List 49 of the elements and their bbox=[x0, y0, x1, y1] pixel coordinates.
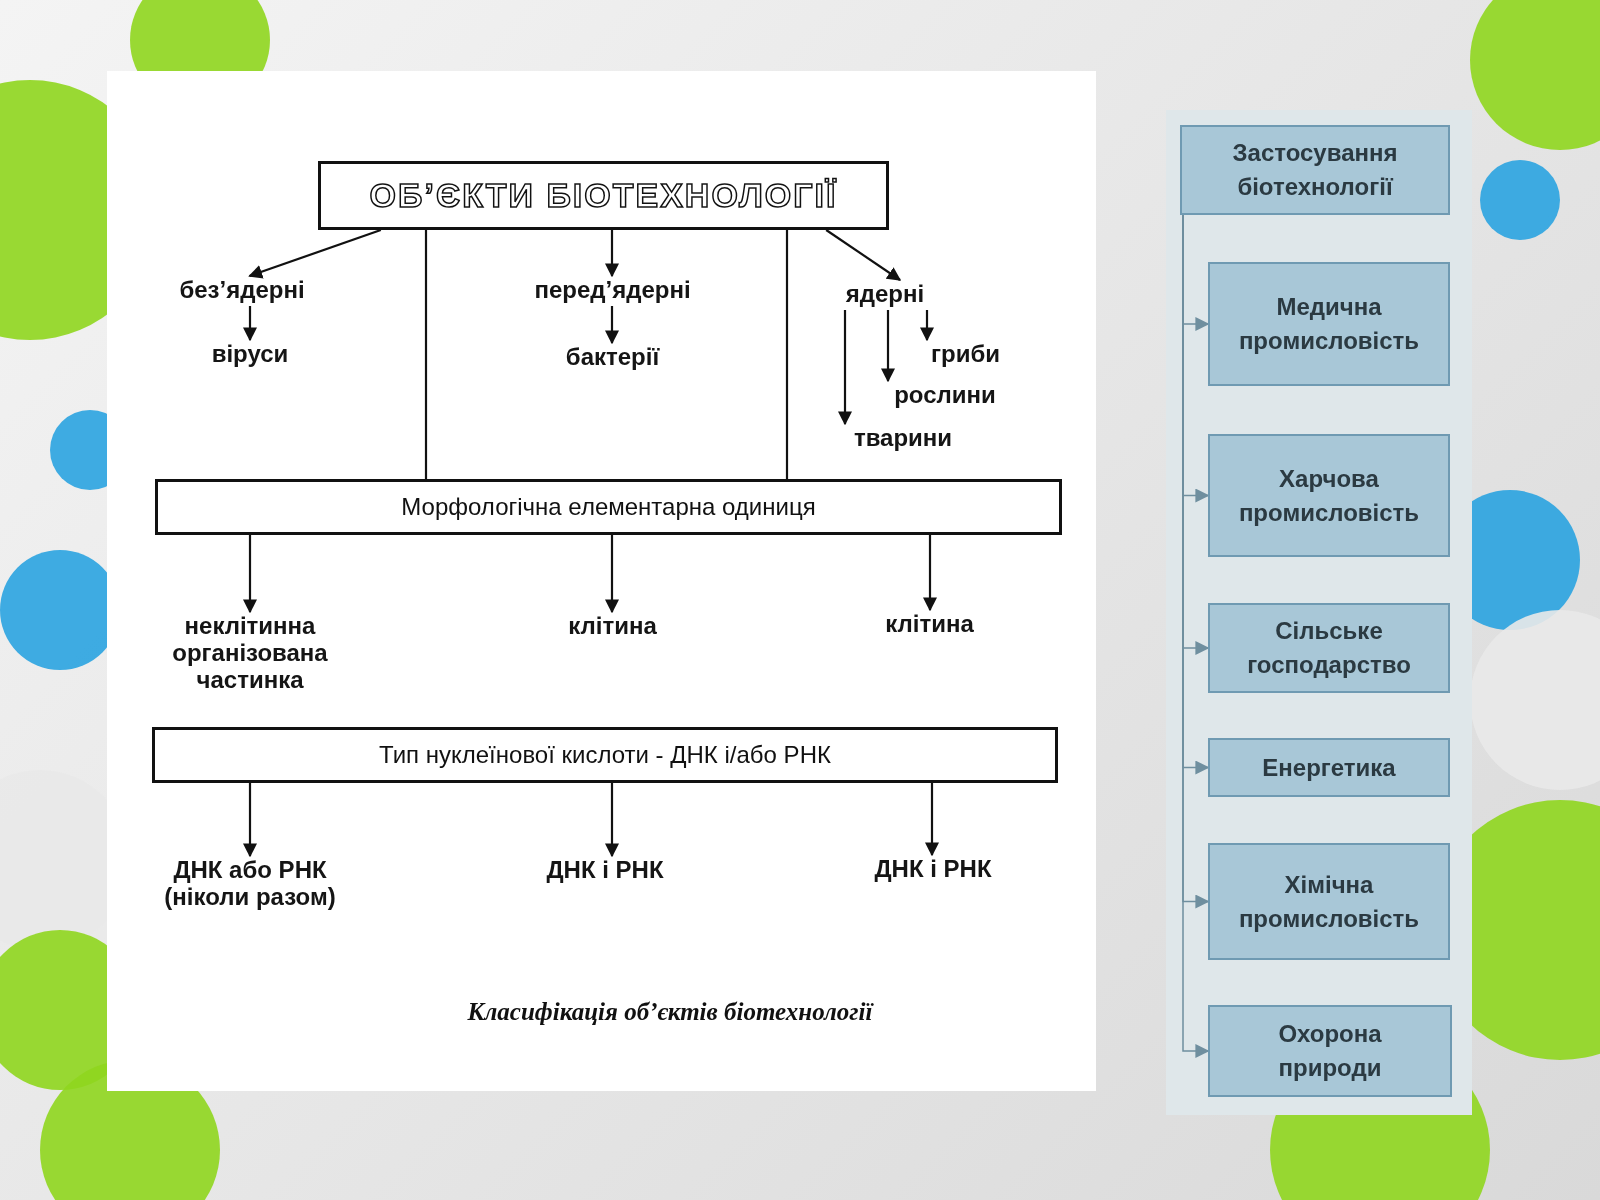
process-box bbox=[152, 727, 1058, 783]
label-text: ДНК або РНК (ніколи разом) bbox=[135, 856, 365, 912]
label-text: гриби bbox=[918, 340, 1013, 370]
arrow bbox=[923, 535, 937, 612]
box-label: ОБ’ЄКТИ БІОТЕХНОЛОГІЇ bbox=[369, 176, 838, 215]
caption: Класифікація об’єктів біотехнології bbox=[466, 998, 875, 1026]
arrow bbox=[825, 229, 902, 281]
label-text: бактерії bbox=[545, 343, 680, 373]
label-text: ДНК і РНК bbox=[848, 855, 1018, 885]
label-text: тварини bbox=[838, 424, 968, 454]
box-label: Тип нуклеїнової кислоти - ДНК і/або РНК bbox=[379, 741, 831, 769]
label-text: рослини bbox=[880, 381, 1010, 411]
title-box bbox=[318, 161, 889, 230]
label-text: неклітинна організована частинка bbox=[145, 612, 355, 696]
arrow bbox=[243, 535, 257, 614]
application-box bbox=[1208, 262, 1450, 386]
application-box bbox=[1208, 603, 1450, 693]
box-label: Харчова промисловість bbox=[1237, 463, 1421, 528]
arrow bbox=[920, 310, 934, 342]
arrow bbox=[605, 535, 619, 614]
box-label: Морфологічна елементарна одиниця bbox=[401, 493, 816, 521]
arrow bbox=[243, 306, 257, 342]
arrow bbox=[925, 783, 939, 857]
label-text: без’ядерні bbox=[167, 276, 317, 306]
box-label: Енергетика bbox=[1262, 752, 1396, 783]
label-text: віруси bbox=[195, 340, 305, 370]
box-label: Хімічна промисловість bbox=[1237, 869, 1421, 934]
application-box bbox=[1208, 434, 1450, 557]
arrow bbox=[605, 230, 619, 278]
application-box bbox=[1208, 1005, 1452, 1097]
box-label: Застосування біотехнології bbox=[1231, 138, 1399, 202]
process-box bbox=[155, 479, 1062, 535]
box-label: Сільське господарство bbox=[1246, 616, 1412, 680]
label-text: ядерні bbox=[835, 280, 935, 310]
label-text: перед’ядерні bbox=[515, 276, 710, 306]
label-text: ДНК і РНК bbox=[520, 856, 690, 886]
box-label: Охорона природи bbox=[1277, 1019, 1383, 1083]
arrow bbox=[243, 783, 257, 858]
arrow bbox=[605, 306, 619, 345]
box-label: Медична промисловість bbox=[1237, 292, 1421, 356]
application-box bbox=[1208, 738, 1450, 797]
arrow bbox=[605, 783, 619, 858]
label-text: клітина bbox=[555, 612, 670, 642]
arrow bbox=[838, 310, 852, 426]
application-box bbox=[1208, 843, 1450, 960]
arrow bbox=[881, 310, 895, 383]
application-box bbox=[1180, 125, 1450, 215]
label-text: клітина bbox=[872, 610, 987, 640]
arrow bbox=[248, 228, 382, 279]
